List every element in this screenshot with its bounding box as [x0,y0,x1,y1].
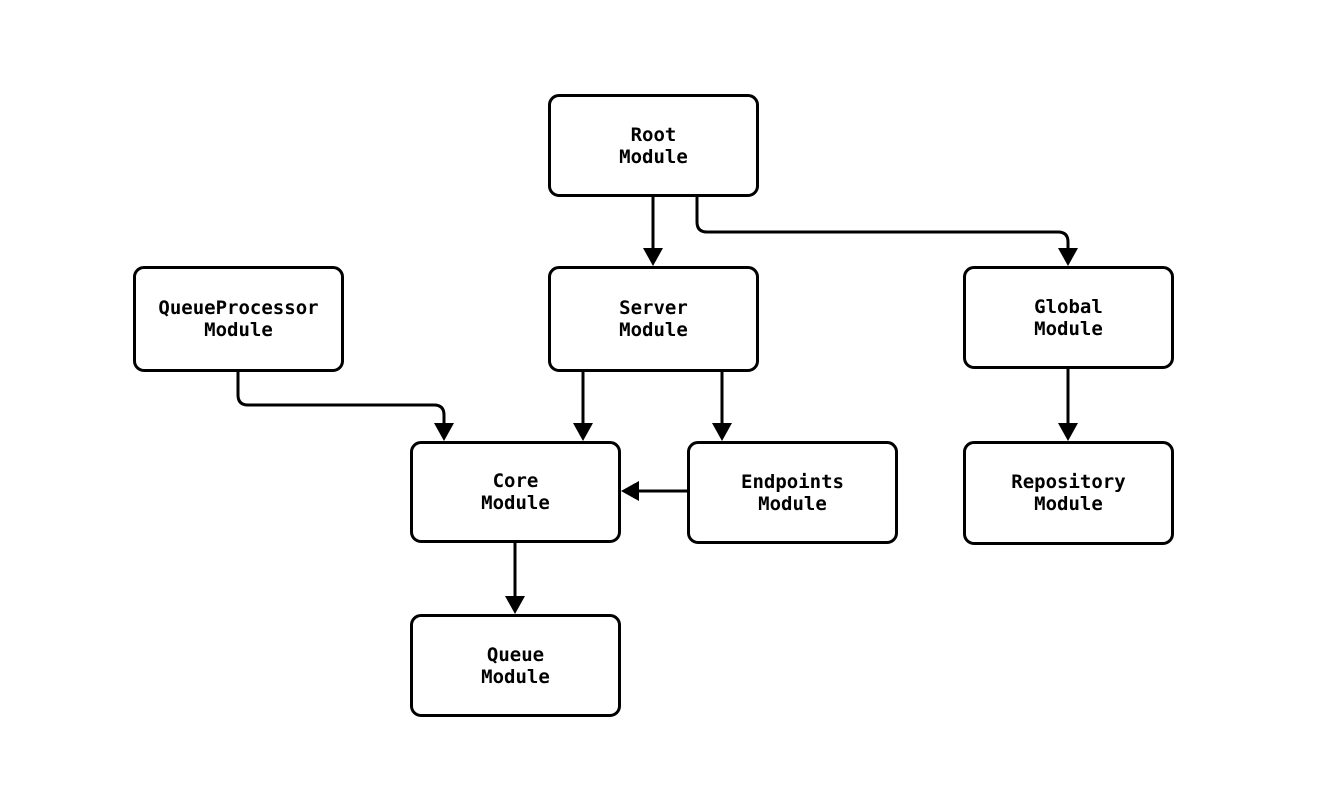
node-label: Root Module [619,123,688,168]
edge-queueprocessor-to-core [236,372,454,441]
edge-root-to-global [695,197,1078,266]
node-label: Queue Module [481,643,550,688]
node-root-module[interactable]: Root Module [548,94,759,197]
edge-server-to-core [573,372,593,441]
node-label: Repository Module [1011,471,1126,515]
node-global-module[interactable]: Global Module [963,266,1174,369]
edge-core-to-queue [505,543,525,614]
node-repository-module[interactable]: Repository Module [963,441,1174,545]
node-server-module[interactable]: Server Module [548,266,759,372]
node-endpoints-module[interactable]: Endpoints Module [687,441,898,544]
node-label: Endpoints Module [741,470,844,515]
node-label: Server Module [619,297,688,341]
edge-root-to-server [643,197,663,266]
node-label: Global Module [1034,295,1103,340]
node-queueprocessor-module[interactable]: QueueProcessor Module [133,266,344,372]
node-label: Core Module [481,470,550,514]
node-core-module[interactable]: Core Module [410,441,621,543]
node-queue-module[interactable]: Queue Module [410,614,621,717]
edge-global-to-repository [1058,369,1078,441]
node-label: QueueProcessor Module [158,297,319,341]
edge-endpoints-to-core [621,481,687,501]
edge-server-to-endpoints [712,372,732,441]
